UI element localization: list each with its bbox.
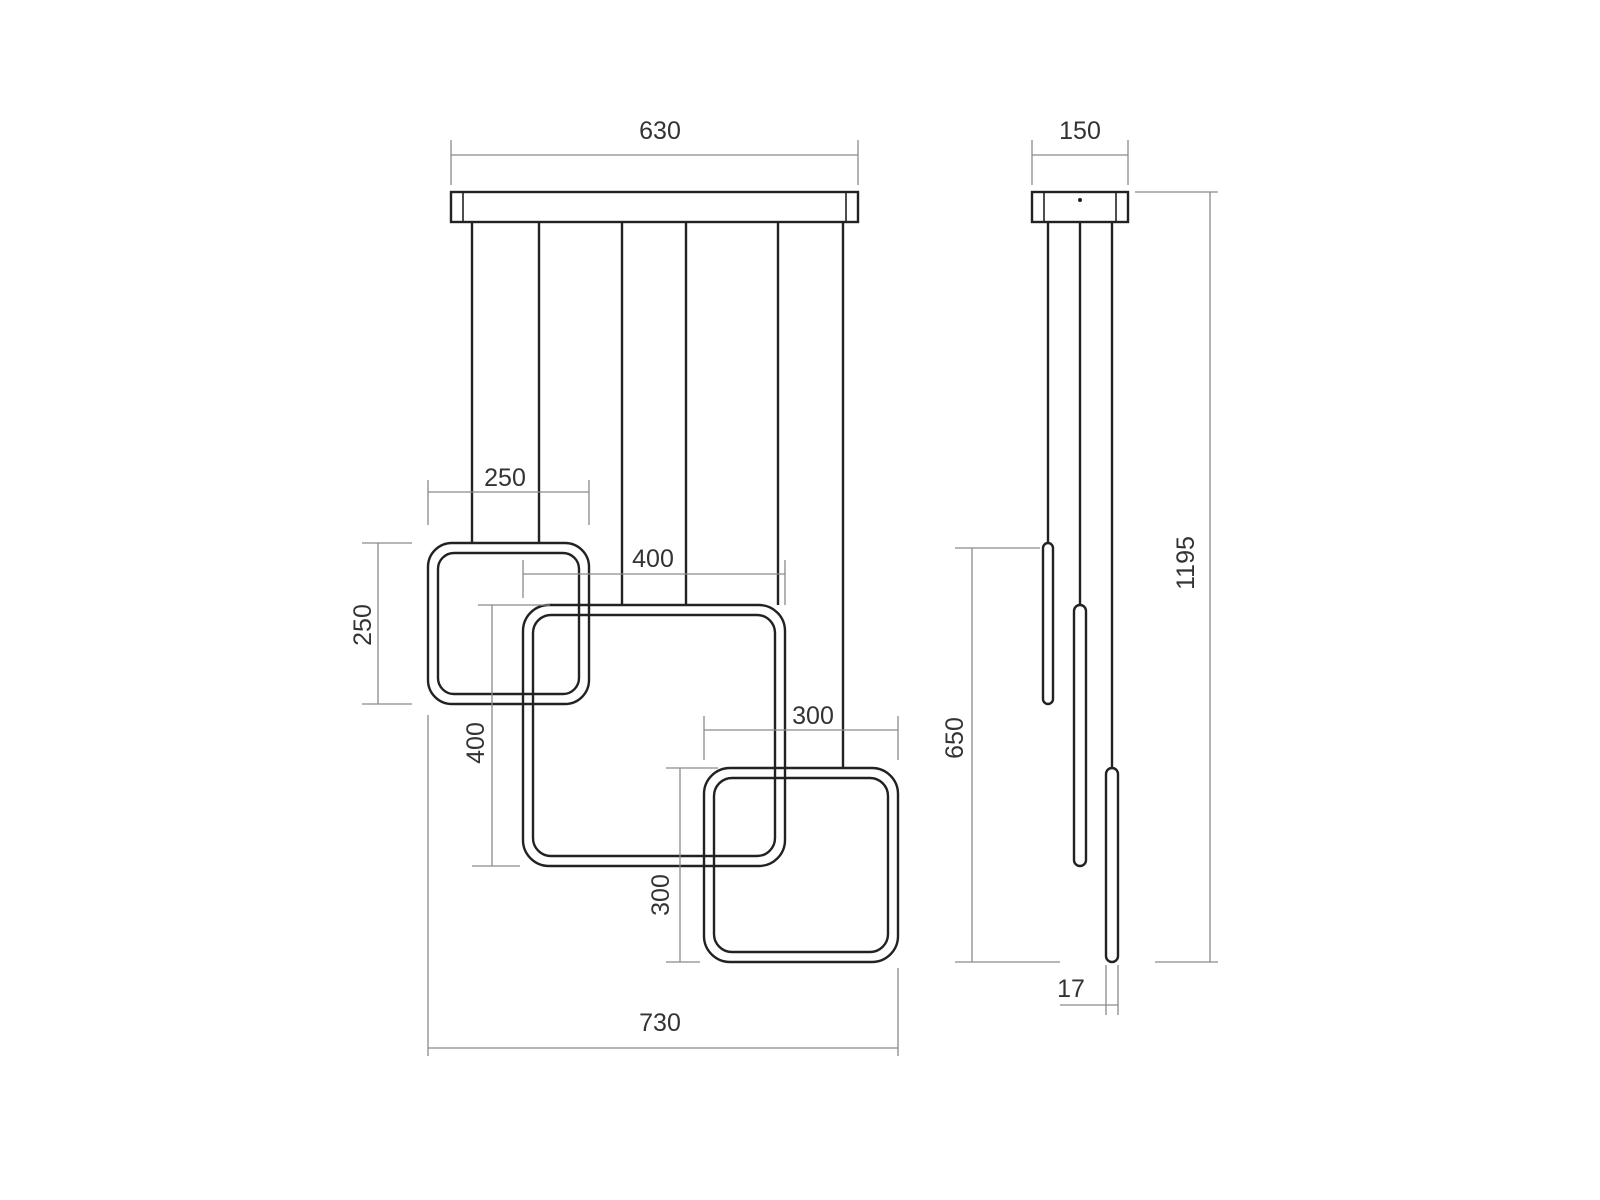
canopy: [449, 190, 860, 224]
side-rod-medium: [1072, 603, 1088, 868]
dim-canopy-width: 630: [639, 117, 681, 145]
ring-small: [426, 541, 591, 706]
side-rod-large: [1104, 766, 1120, 964]
ring-medium: [521, 603, 787, 868]
dim-canopy-depth: 150: [1059, 117, 1101, 145]
dim-ring-profile: 17: [1057, 975, 1085, 1003]
dim-small-ring-height: 250: [349, 604, 377, 646]
dim-large-ring-height: 300: [647, 874, 675, 916]
suspension-cables: [470, 222, 845, 768]
dim-medium-ring-width: 400: [632, 545, 674, 573]
dim-medium-ring-height: 400: [462, 722, 490, 764]
dim-total-height: 1195: [1172, 536, 1200, 590]
ring-large: [702, 766, 900, 964]
dim-total-width: 730: [639, 1009, 681, 1037]
dim-drop-height: 650: [941, 717, 969, 759]
dimension-lines: [362, 140, 1218, 1056]
dim-large-ring-width: 300: [792, 702, 834, 730]
dim-small-ring-width: 250: [484, 464, 526, 492]
side-rod-small: [1041, 541, 1055, 706]
side-view: [1030, 190, 1130, 964]
side-canopy: [1030, 190, 1130, 224]
front-view: [426, 190, 900, 964]
